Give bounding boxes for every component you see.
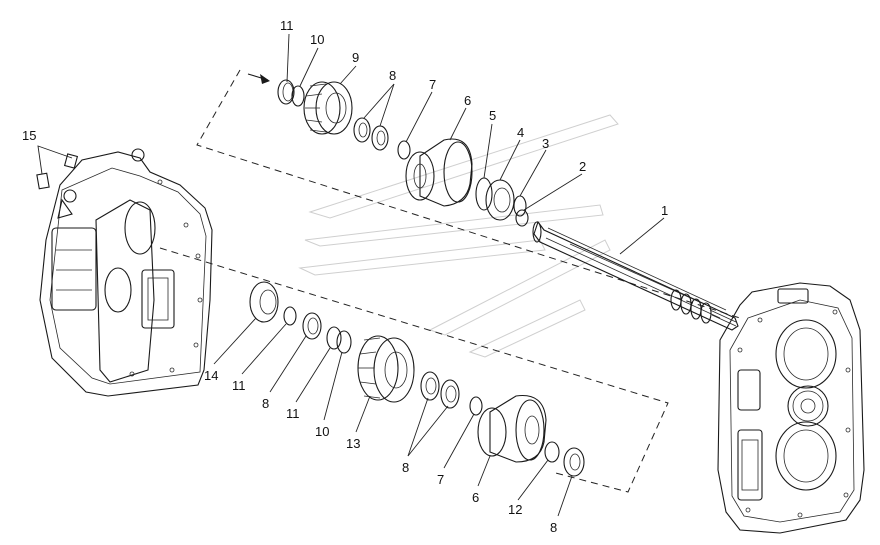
callout-12: 12 [508, 502, 522, 517]
callout-8: 8 [389, 68, 396, 83]
callout-7: 7 [437, 472, 444, 487]
callout-11: 11 [232, 378, 246, 393]
left-housing [39, 148, 213, 397]
callout-15: 15 [22, 128, 36, 143]
callout-4: 4 [517, 125, 524, 140]
callout-3: 3 [542, 136, 549, 151]
callout-8: 8 [550, 520, 557, 535]
callout-10: 10 [310, 32, 324, 47]
callout-11: 11 [280, 18, 294, 33]
part-15-plates [36, 145, 79, 190]
callout-6: 6 [472, 490, 479, 505]
callout-11: 11 [286, 406, 300, 421]
callout-10: 10 [315, 424, 329, 439]
callout-5: 5 [489, 108, 496, 123]
leader-lines [213, 33, 665, 517]
right-housing [717, 282, 865, 534]
callout-8: 8 [402, 460, 409, 475]
callout-6: 6 [464, 93, 471, 108]
lower-parts [249, 281, 585, 477]
callout-9: 9 [352, 50, 359, 65]
callout-numbers: 11 10 9 8 7 6 5 4 3 2 1 15 14 11 8 11 10… [22, 18, 668, 535]
callout-2: 2 [579, 159, 586, 174]
upper-parts [277, 79, 529, 227]
watermark [298, 114, 619, 358]
main-shaft [532, 220, 739, 331]
direction-arrow [247, 73, 270, 84]
callout-8: 8 [262, 396, 269, 411]
callout-7: 7 [429, 77, 436, 92]
callout-13: 13 [346, 436, 360, 451]
assembly-dashed-path [159, 69, 741, 493]
callout-1: 1 [661, 203, 668, 218]
callout-14: 14 [204, 368, 218, 383]
